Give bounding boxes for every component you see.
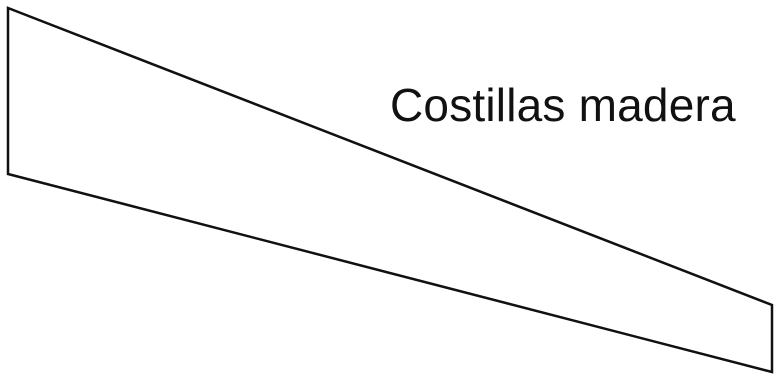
diagram-label: Costillas madera [390, 79, 736, 131]
rib-shape [6, 6, 774, 374]
